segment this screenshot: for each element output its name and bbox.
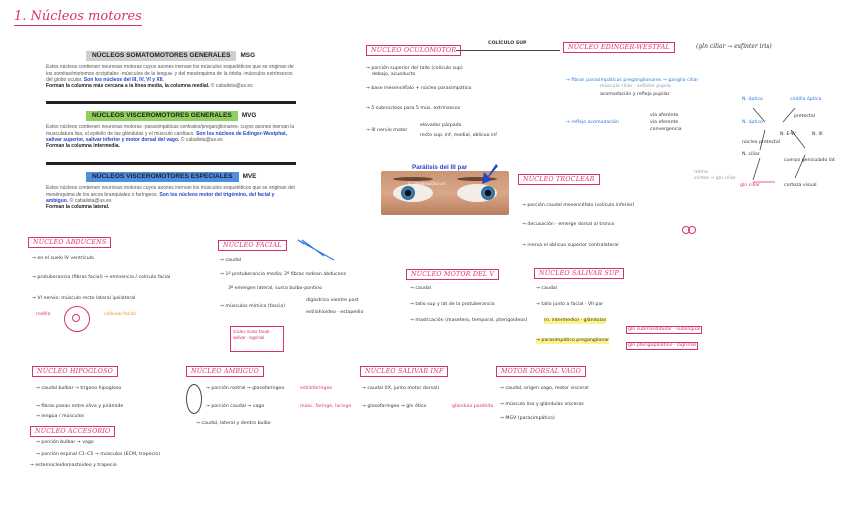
photo-title: Parálisis del III par xyxy=(412,164,467,171)
note-salivar-sup: gln pterigopalatino · lagrimal xyxy=(626,342,698,350)
note-facial: digástrico vientre post xyxy=(306,298,359,304)
note-edinger: convergencia xyxy=(650,127,682,133)
note-edinger: → reflejo acomodación xyxy=(566,120,619,126)
somatomotores-abbr: MSG xyxy=(240,53,255,59)
visceromotores-generales-column: Forman la columna intermedia. xyxy=(46,143,120,149)
note-ambiguo: → porción caudal → vago xyxy=(206,404,264,410)
note-troclear: → porción caudal mesencéfalo (colículo i… xyxy=(522,203,635,209)
visceromotores-especiales-column: Forman la columna lateral. xyxy=(46,204,109,210)
box-hipogloso: NÚCLEO HIPOGLOSO xyxy=(32,366,118,377)
page-title: 1. Núcleos motores xyxy=(14,9,142,26)
visceromotores-especiales-heading: NÚCLEOS VISCEROMOTORES ESPECIALES xyxy=(86,172,239,182)
note-oculomotor: → III nervio motor xyxy=(366,128,407,134)
note-oculomotor: recto sup, inf, medial, oblicuo inf xyxy=(420,133,497,139)
visceromotores-especiales-credit: © cabalista@us.es xyxy=(70,198,112,204)
box-salivar-inf: NÚCLEO SALIVAR INF xyxy=(360,366,448,377)
note-edinger: acomodación y reflejo pupilar xyxy=(600,92,670,98)
note-abducens: rodilla xyxy=(36,312,50,318)
note-facial: → caudal xyxy=(220,258,241,264)
somatomotores-column: Forman la columna más cercana a la línea… xyxy=(46,83,209,89)
note-salivar-inf: → glosofaríngeo → gln ótico xyxy=(362,404,426,410)
troclear-sketch xyxy=(688,226,696,234)
facial-nerve-sketch xyxy=(294,236,342,266)
box-abducens: NÚCLEO ABDUCENS xyxy=(28,237,111,248)
section-divider xyxy=(46,162,296,165)
box-oculomotor: NÚCLEO OCULOMOTOR xyxy=(366,45,461,56)
box-facial: NÚCLEO FACIAL xyxy=(218,240,287,251)
note-troclear: → decusación · emerge dorsal al tronco xyxy=(522,222,614,228)
box-edinger-westfal: NÚCLEO EDINGER-WESTFAL xyxy=(563,42,675,53)
visceromotores-generales-abbr: MVG xyxy=(242,113,257,119)
note-abducens: → en el suelo IV ventrículo xyxy=(32,256,94,262)
somatomotores-heading: NÚCLEOS SOMATOMOTORES GENERALES xyxy=(86,51,236,61)
box-troclear: NÚCLEO TROCLEAR xyxy=(518,174,600,185)
note-facial: estilohioideo · estapedio xyxy=(306,310,363,316)
reflex-diagram xyxy=(735,100,835,188)
note-salivar-sup: → caudal xyxy=(536,286,557,292)
note-abducens: → VI nervio: músculo recto lateral ipsil… xyxy=(32,296,135,302)
box-salivar-sup: NÚCLEO SALIVAR SUP xyxy=(534,268,624,279)
visceromotores-generales-heading: NÚCLEOS VISCEROMOTORES GENERALES xyxy=(86,111,238,121)
arrow-icon xyxy=(478,162,500,188)
note-edinger: vía aferente xyxy=(650,113,678,119)
coliculo-label: COLÍCULO SUP xyxy=(488,41,526,47)
visceromotores-especiales-section: NÚCLEOS VISCEROMOTORES ESPECIALES MVE Es… xyxy=(46,172,298,210)
note-ambiguo: → porción rostral → glosofaríngeo xyxy=(206,386,284,392)
note-salivar-sup: gln submandibular · sublingual xyxy=(626,326,702,334)
note-facial: → 1º protuberancia media; 2º fibras rode… xyxy=(220,272,346,278)
note-motor-v: → masticación (masetero, temporal, pteri… xyxy=(410,318,527,324)
note-ambiguo: → caudal, lateral y dentro bulbo xyxy=(196,421,271,427)
note-hipogloso: → fibras pasan entre oliva y pirámide xyxy=(36,404,123,410)
note-motor-v: → tallo sup y lat de la protuberancia xyxy=(410,302,495,308)
somatomotores-section: NÚCLEOS SOMATOMOTORES GENERALES MSG Esto… xyxy=(46,51,298,89)
note-edinger: (gln ciliar → esfínter iris) xyxy=(696,44,772,50)
diagram-label: córtex → gln ciliar xyxy=(694,176,736,182)
note-accesorio: → porción espinal C1–C5 → músculos (ECM,… xyxy=(36,452,160,458)
note-accesorio: → porción bulbar → vago xyxy=(36,440,94,446)
visceromotores-generales-section: NÚCLEOS VISCEROMOTORES GENERALES MVG Est… xyxy=(46,111,298,149)
visceromotores-especiales-abbr: MVE xyxy=(243,174,257,180)
note-oculomotor: → 5 subnúcleos para 5 mús. extrínsecos xyxy=(366,106,460,112)
visceromotores-generales-credit: © cabalista@us.es xyxy=(181,137,223,143)
box-motor-v: NÚCLEO MOTOR DEL V xyxy=(406,269,499,280)
section-divider xyxy=(46,101,296,104)
note-ambiguo: estilofaríngeo xyxy=(300,386,332,392)
connector-arrow xyxy=(456,50,560,51)
note-edinger: músculo ciliar · esfínter pupila xyxy=(600,84,671,90)
abducens-sketch xyxy=(72,314,80,322)
note-oculomotor: → base mesencéfalo + núcleo parasimpátic… xyxy=(366,86,471,92)
note-motor-dorsal-vago: → caudal, origen vago, motor visceral xyxy=(500,386,589,392)
note-accesorio: → esternocleidomastoideo y trapecio xyxy=(30,463,117,469)
note-salivar-sup: (n. intermedio) · glándulas xyxy=(544,318,606,324)
ambiguo-sketch xyxy=(186,384,202,414)
box-accesorio: NÚCLEO ACCESORIO xyxy=(30,426,115,437)
somatomotores-credit: © cabalista@us.es xyxy=(211,83,253,89)
somatomotores-nuclei: Son los núcleos del III, IV, VI y XII. xyxy=(84,77,164,83)
note-facial: 3º emergen lateral, surco bulbo-pontino xyxy=(228,286,322,292)
note-motor-dorsal-vago: → MGV (parasimpático) xyxy=(500,416,555,422)
note-abducens: → protuberancia (fibras facial) → eminen… xyxy=(32,275,170,281)
note-facial: → músculos mímica (fascia) xyxy=(220,304,285,310)
note-salivar-inf: glándula parótida xyxy=(452,404,493,410)
note-abducens: colículo facial xyxy=(104,312,136,318)
box-ambiguo: NÚCLEO AMBIGUO xyxy=(186,366,264,377)
note-motor-dorsal-vago: → músculo liso y glándulas vísceras xyxy=(500,402,584,408)
note-oculomotor: debajo, acueducto xyxy=(372,72,415,78)
photo-credit: © cabalista@us.es xyxy=(408,181,446,186)
note-ambiguo: músc. faringe, laringe xyxy=(300,404,351,410)
note-salivar-sup: → tallo junto a facial · VII par xyxy=(536,302,603,308)
note-salivar-sup: → parasimpático preganglionar xyxy=(536,338,609,344)
box-motor-dorsal-vago: MOTOR DORSAL VAGO xyxy=(496,366,586,377)
note-hipogloso: → caudal bulbar → trígono hipogloso xyxy=(36,386,121,392)
note-edinger: vía eferente xyxy=(650,120,678,126)
facial-callout: núcleo motor facial · salivar · lagrimal xyxy=(230,326,284,352)
note-hipogloso: → lengua / músculos xyxy=(36,414,84,420)
note-troclear: → inerva el oblicuo superior contralater… xyxy=(522,243,619,249)
note-oculomotor: elevador párpado xyxy=(420,123,461,129)
note-salivar-inf: → caudal (IX, junto motor dorsal) xyxy=(362,386,439,392)
note-motor-v: → caudal xyxy=(410,286,431,292)
